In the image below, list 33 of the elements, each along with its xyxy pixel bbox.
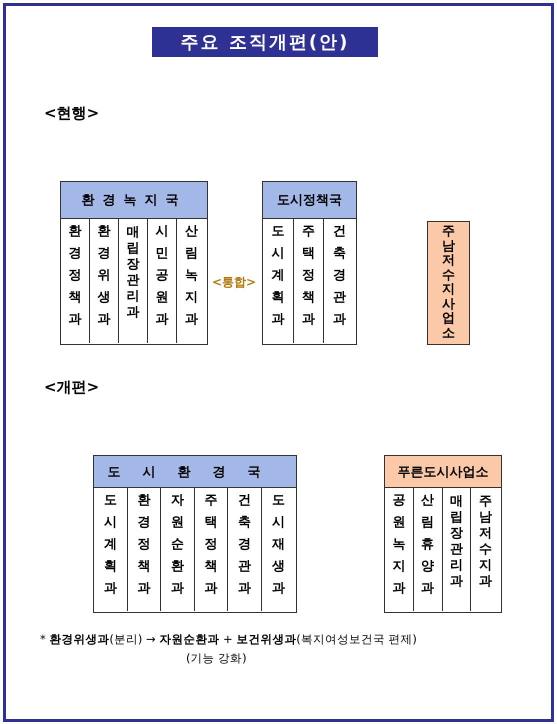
merge-label: <통합> — [212, 274, 256, 291]
footnote: *환경위생과(분리) → 자원순환과 + 보건위생과(복지여성보건국 편제) — [40, 632, 417, 647]
division-cell: 건축경관과 — [228, 488, 262, 611]
division-cell: 도시계획과 — [263, 219, 294, 343]
header-cell: 푸른도시사업소 — [385, 456, 501, 488]
title-banner: 주요 조직개편(안) — [152, 27, 378, 57]
department-table — [384, 455, 502, 613]
division-cell: 환경정책과 — [128, 488, 161, 611]
header-cell: 환경녹지국 — [61, 182, 207, 219]
division-cell: 산림녹지과 — [177, 219, 206, 343]
header-cell: 도시환경국 — [94, 456, 296, 488]
division-cell: 산림휴양과 — [414, 488, 442, 611]
department-table — [93, 455, 297, 613]
division-cell: 주택정책과 — [294, 219, 324, 343]
division-cell: 공원녹지과 — [385, 488, 414, 611]
division-cell: 도시재생과 — [262, 488, 295, 611]
department-table — [60, 181, 208, 345]
office-box: 주남저수지사업소 — [427, 221, 470, 345]
division-cell: 시민공원과 — [148, 219, 177, 343]
division-cell: 매립장관리과 — [119, 219, 148, 343]
division-cell: 건축경관과 — [324, 219, 355, 343]
division-cell: 환경정책과 — [61, 219, 90, 343]
division-cell: 자원순환과 — [161, 488, 194, 611]
section-heading: <개편> — [44, 378, 100, 397]
department-table — [262, 181, 357, 345]
division-cell: 주택정책과 — [194, 488, 228, 611]
footnote-note: (기능 강화) — [186, 651, 247, 666]
header-cell: 도시정책국 — [263, 182, 356, 219]
division-cell: 도시계획과 — [94, 488, 128, 611]
division-cell: 주남저수지과 — [471, 488, 500, 611]
division-cell: 매립장관리과 — [442, 488, 472, 611]
section-heading: <현행> — [44, 104, 100, 123]
division-cell: 환경위생과 — [90, 219, 119, 343]
